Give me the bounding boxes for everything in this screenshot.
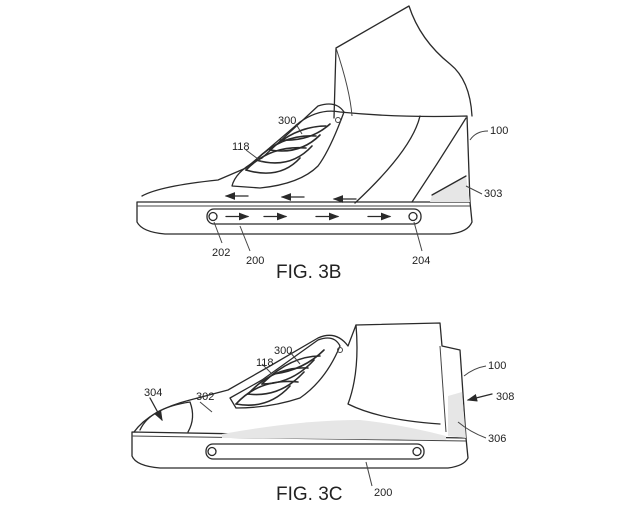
upper-3c <box>133 322 467 439</box>
collar-line-3b <box>354 115 421 204</box>
eyelet-3b <box>335 117 341 123</box>
midsole-insert-3c <box>222 420 446 440</box>
ref-100-3b: 100 <box>490 125 508 137</box>
rail-front-pin-3b <box>208 211 218 222</box>
ref-300-3b: 300 <box>278 115 296 127</box>
sole-3c <box>131 431 469 469</box>
heel-counter-3b <box>430 176 470 202</box>
ref-118-3c: 118 <box>256 357 274 369</box>
shoe-3b <box>136 5 473 235</box>
leg-3b <box>333 5 473 119</box>
heel-insert-3c <box>448 392 466 438</box>
leaders-3b <box>213 123 489 252</box>
ankle-line-3c <box>347 324 441 425</box>
ref-100-3c: 100 <box>488 360 506 372</box>
tongue-3b <box>231 103 345 189</box>
leaders-3c <box>199 351 487 487</box>
ref-204-3b: 204 <box>412 255 430 267</box>
figure-3b: 100 303 300 118 202 200 204 FIG. 3B <box>136 5 508 283</box>
toe-cap-3c <box>139 401 194 433</box>
ref-118-3b: 118 <box>232 141 250 153</box>
caption-3c: FIG. 3C <box>276 484 343 505</box>
rail-back-pin-3c <box>412 446 422 457</box>
ref-303-3b: 303 <box>484 188 502 200</box>
figure-3c: 100 308 306 300 118 304 302 200 FIG. 3C <box>131 322 514 505</box>
rail-3b <box>206 208 422 225</box>
arrows-left-3b <box>224 192 357 203</box>
ref-302-3c: 302 <box>196 391 214 403</box>
tongue-3c <box>229 337 341 409</box>
laces-3b <box>245 123 331 174</box>
rail-front-pin-3c <box>207 446 217 457</box>
back-seam-3b <box>411 117 467 203</box>
ref-306-3c: 306 <box>488 433 506 445</box>
shoe-3c <box>131 322 493 469</box>
rail-back-pin-3b <box>408 211 418 222</box>
sole-3b <box>136 201 473 235</box>
ref-202-3b: 202 <box>212 247 230 259</box>
ref-308-3c: 308 <box>496 391 514 403</box>
caption-3b: FIG. 3B <box>276 262 341 283</box>
eyelet-3c <box>337 347 343 353</box>
laces-3c <box>235 349 325 406</box>
rail-3c <box>205 443 425 460</box>
collar-line-3c <box>439 345 447 433</box>
heel-arrow-3c <box>466 393 493 402</box>
leg-inner-3b <box>335 47 353 117</box>
ref-200-3b: 200 <box>246 255 264 267</box>
heel-counter-edge-3b <box>431 175 467 196</box>
ref-300-3c: 300 <box>274 345 292 357</box>
ref-304-3c: 304 <box>144 387 162 399</box>
toe-arrow-3c <box>149 397 163 422</box>
ref-200-3c: 200 <box>374 487 392 499</box>
